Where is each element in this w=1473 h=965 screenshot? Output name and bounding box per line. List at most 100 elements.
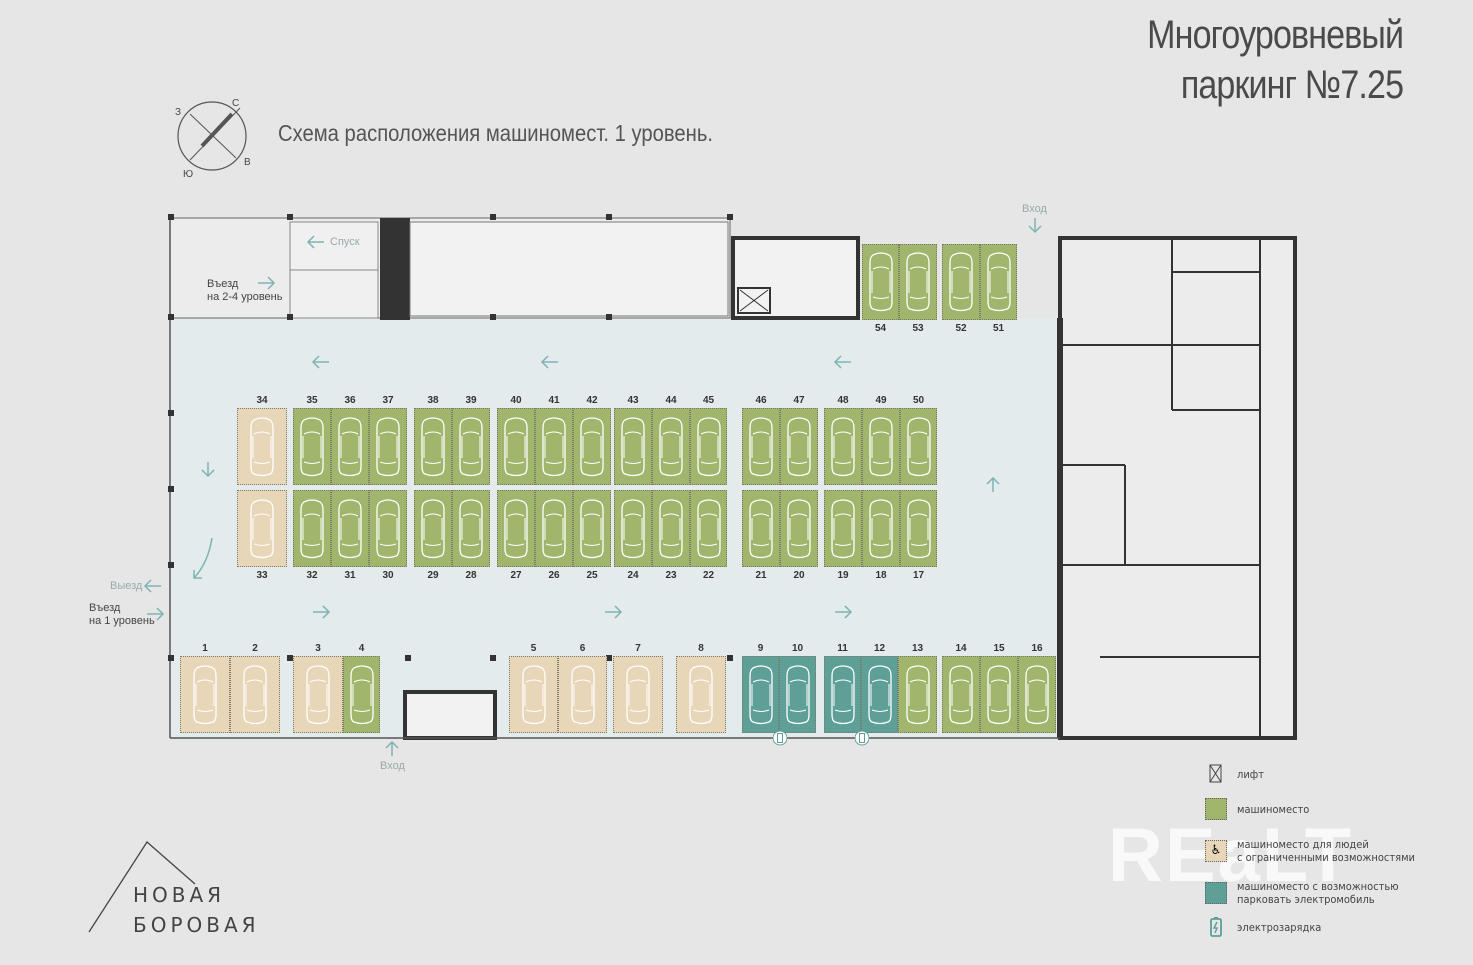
compass-e: В: [244, 157, 251, 168]
spot-number: 37: [382, 395, 394, 406]
parking-spot-31[interactable]: [331, 490, 369, 567]
parking-spot-36[interactable]: [331, 408, 369, 485]
parking-spot-23[interactable]: [652, 490, 690, 567]
spot-number: 32: [306, 570, 318, 581]
spot-number: 33: [256, 570, 268, 581]
descent-label: Спуск: [330, 236, 360, 248]
parking-spot-17[interactable]: [900, 490, 937, 567]
parking-spot-43[interactable]: [614, 408, 652, 485]
car-icon: [787, 416, 811, 476]
parking-spot-47[interactable]: [780, 408, 818, 485]
parking-spot-35[interactable]: [293, 408, 331, 485]
spot-number: 22: [702, 570, 715, 581]
car-icon: [868, 252, 893, 312]
parking-spot-26[interactable]: [535, 490, 573, 567]
spot-number: 47: [793, 395, 805, 406]
parking-spot-21[interactable]: [742, 490, 780, 567]
parking-spot-40[interactable]: [497, 408, 535, 485]
spot-number: 24: [627, 570, 639, 581]
parking-spot-15[interactable]: [980, 656, 1018, 733]
car-icon: [906, 252, 930, 312]
car-icon: [338, 498, 362, 558]
parking-spot-11[interactable]: [824, 656, 861, 733]
legend-charger-label: электрозарядка: [1237, 920, 1322, 934]
charger-icon: [854, 730, 870, 750]
electric-swatch: [1205, 882, 1227, 904]
parking-spot-12[interactable]: [861, 656, 898, 733]
parking-spot-27[interactable]: [497, 490, 535, 567]
car-icon: [621, 416, 645, 476]
parking-spot-3[interactable]: [293, 656, 343, 733]
spot-number: 8: [698, 643, 704, 654]
car-icon: [749, 416, 773, 476]
spot-number: 10: [791, 643, 804, 654]
car-icon: [696, 416, 721, 476]
compass-icon: З С В Ю: [172, 98, 262, 180]
parking-spot-42[interactable]: [573, 408, 611, 485]
spot-number: 42: [586, 395, 598, 406]
battery-charge-icon: [1210, 917, 1222, 937]
parking-spot-34[interactable]: [237, 408, 287, 485]
parking-spot-30[interactable]: [369, 490, 407, 567]
parking-spot-33[interactable]: [237, 490, 287, 567]
parking-spot-8[interactable]: [676, 656, 726, 733]
parking-spot-22[interactable]: [690, 490, 727, 567]
parking-spot-4[interactable]: [343, 656, 380, 733]
spot-number: 23: [665, 570, 677, 581]
entry-lvl1-line2: на 1 уровень: [89, 615, 155, 627]
parking-spot-6[interactable]: [558, 656, 607, 733]
parking-spot-7[interactable]: [613, 656, 663, 733]
parking-spot-19[interactable]: [824, 490, 862, 567]
car-icon: [570, 664, 595, 724]
spot-number: 5: [530, 643, 537, 654]
logo-line2: БОРОВАЯ: [133, 913, 260, 937]
parking-spot-53[interactable]: [899, 244, 937, 320]
legend-electric-line2: парковать электромобиль: [1237, 893, 1375, 906]
legend-regular-label: машиноместо: [1237, 802, 1310, 816]
exit-label: Выезд: [110, 580, 143, 592]
parking-spot-32[interactable]: [293, 490, 331, 567]
parking-spot-50[interactable]: [900, 408, 937, 485]
spot-number: 12: [873, 643, 886, 654]
parking-spot-1[interactable]: [180, 656, 230, 733]
parking-spot-29[interactable]: [414, 490, 452, 567]
logo: НОВАЯ БОРОВАЯ: [85, 838, 256, 942]
parking-spot-37[interactable]: [369, 408, 407, 485]
parking-spot-39[interactable]: [452, 408, 490, 485]
parking-spot-16[interactable]: [1018, 656, 1056, 733]
car-icon: [580, 498, 604, 558]
car-icon: [459, 416, 483, 476]
entry-lvl1-line1: Въезд: [89, 602, 121, 614]
car-icon: [621, 498, 645, 558]
parking-spot-18[interactable]: [862, 490, 900, 567]
parking-spot-9[interactable]: [742, 656, 779, 733]
parking-spot-54[interactable]: [862, 244, 899, 320]
spot-number: 16: [1031, 643, 1043, 654]
parking-spot-46[interactable]: [742, 408, 780, 485]
parking-spot-14[interactable]: [942, 656, 980, 733]
parking-spot-51[interactable]: [980, 244, 1017, 320]
parking-spot-52[interactable]: [942, 244, 980, 320]
title-line-2: паркинг №7.25: [1180, 63, 1404, 107]
parking-spot-41[interactable]: [535, 408, 573, 485]
parking-spot-48[interactable]: [824, 408, 862, 485]
watermark: REaLT: [1108, 813, 1354, 898]
parking-spot-25[interactable]: [573, 490, 611, 567]
parking-spot-2[interactable]: [230, 656, 280, 733]
parking-spot-5[interactable]: [509, 656, 558, 733]
parking-spot-20[interactable]: [780, 490, 818, 567]
spot-number: 34: [256, 395, 268, 406]
spot-number: 31: [344, 570, 356, 581]
parking-spot-10[interactable]: [779, 656, 816, 733]
parking-spot-49[interactable]: [862, 408, 900, 485]
parking-spot-24[interactable]: [614, 490, 652, 567]
parking-spot-38[interactable]: [414, 408, 452, 485]
parking-spot-28[interactable]: [452, 490, 490, 567]
parking-spot-13[interactable]: [898, 656, 937, 733]
parking-spot-45[interactable]: [690, 408, 727, 485]
parking-spot-44[interactable]: [652, 408, 690, 485]
spot-number: 36: [344, 395, 356, 406]
